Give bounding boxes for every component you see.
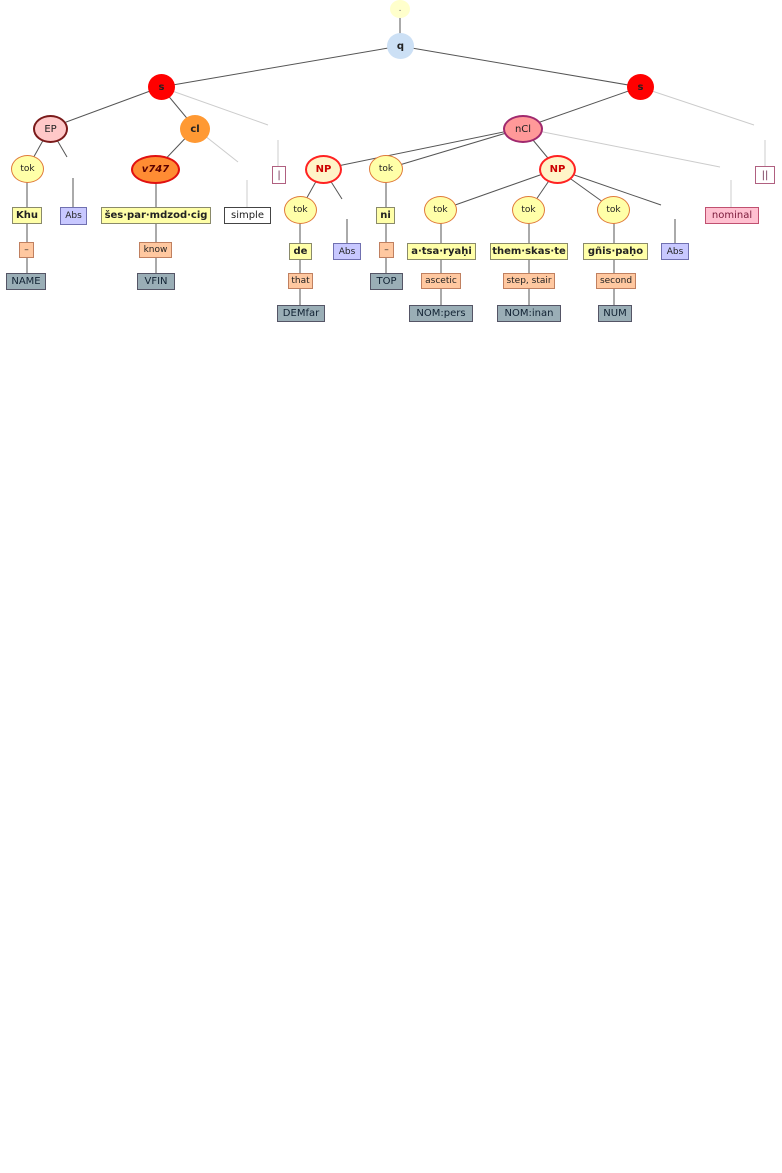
edge [160, 45, 401, 88]
edge [49, 86, 162, 129]
abs-ep: Abs [60, 207, 87, 225]
word-khu: Khu [12, 207, 42, 224]
ncl-node: nCl [503, 115, 543, 143]
simple-node: simple [224, 207, 271, 224]
edge [322, 127, 524, 170]
shad-punct: | [272, 166, 286, 184]
edge [522, 127, 721, 168]
tok-them: tok [512, 196, 545, 224]
edge [639, 86, 755, 126]
s-node-right: s [627, 74, 654, 100]
np-node-right: NP [539, 155, 576, 184]
q-node: q [387, 33, 414, 59]
gloss-them: step, stair [503, 273, 555, 289]
v747-node: v747 [131, 155, 180, 184]
gloss-gnyis: second [596, 273, 636, 289]
ep-node: EP [33, 115, 68, 143]
s-node-left: s [148, 74, 175, 100]
abs-np-right: Abs [661, 243, 689, 260]
gloss-ni: – [379, 242, 394, 258]
gloss-de: that [288, 273, 313, 289]
word-de: de [289, 243, 312, 260]
edge [522, 86, 641, 129]
word-gnyis: gñis·paḥo [583, 243, 648, 260]
tok-de: tok [284, 196, 317, 224]
edge [399, 45, 641, 88]
pos-khu: NAME [6, 273, 46, 290]
pos-them: NOM:inan [497, 305, 561, 322]
gloss-shes: know [139, 242, 172, 258]
np-node-left: NP [305, 155, 342, 184]
tok-atsa: tok [424, 196, 457, 224]
root-node: . [390, 0, 410, 18]
double-shad-punct: || [755, 166, 775, 184]
word-ni: ni [376, 207, 395, 224]
tok-ni: tok [369, 155, 403, 183]
pos-gnyis: NUM [598, 305, 632, 322]
pos-de: DEMfar [277, 305, 325, 322]
nominal-node: nominal [705, 207, 759, 224]
tok-gnyis: tok [597, 196, 630, 224]
tok-khu: tok [11, 155, 44, 183]
word-atsa: a·tsa·ryaḥi [407, 243, 476, 260]
pos-ni: TOP [370, 273, 403, 290]
syntax-tree: . q s s EP cl | tok Abs Khu – NAME v747 … [0, 0, 782, 340]
word-shes: šes·par·mdzod·cig [101, 207, 211, 224]
gloss-khu: – [19, 242, 34, 258]
gloss-atsa: ascetic [421, 273, 461, 289]
cl-node: cl [180, 115, 210, 143]
pos-shes: VFIN [137, 273, 175, 290]
edge [160, 86, 269, 126]
edge [440, 168, 558, 211]
abs-np-left: Abs [333, 243, 361, 260]
pos-atsa: NOM:pers [409, 305, 473, 322]
edge [385, 127, 524, 170]
word-them: them·skas·te [490, 243, 568, 260]
